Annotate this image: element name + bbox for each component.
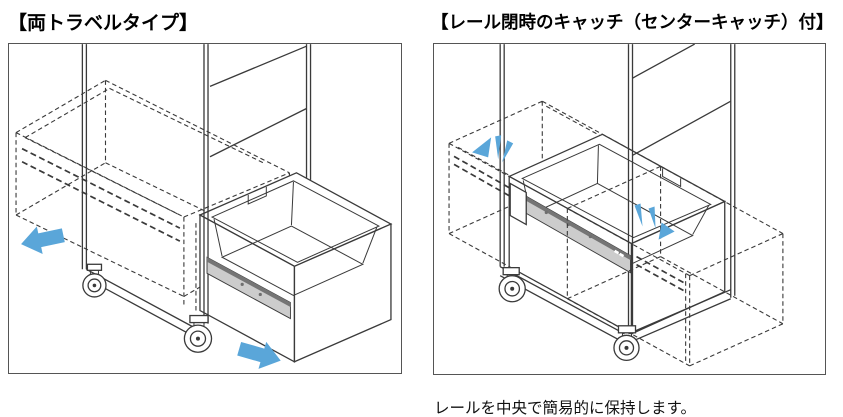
illustration-frame-both-travel bbox=[8, 43, 402, 374]
cabinet bbox=[499, 44, 736, 344]
phantom-rail-lines bbox=[21, 147, 181, 242]
shelf-edges bbox=[632, 44, 732, 156]
arrow-left-icon bbox=[21, 226, 65, 254]
drawer-centered bbox=[507, 133, 727, 335]
drawer-extended-front bbox=[198, 172, 393, 363]
handle-notch bbox=[247, 186, 267, 205]
caster-wheel-rear bbox=[498, 266, 526, 303]
center-catch-drawing bbox=[448, 44, 784, 367]
caster-wheel-front bbox=[613, 325, 640, 362]
catch-click-icon-rear bbox=[472, 135, 514, 163]
rail-stripe bbox=[514, 189, 631, 261]
panel-title-center-catch: 【レール閉時のキャッチ（センターキャッチ）付】 bbox=[431, 12, 834, 32]
both-travel-drawing bbox=[15, 44, 393, 369]
handle-notch bbox=[662, 168, 682, 188]
caster-wheel-rear bbox=[82, 263, 107, 298]
catch-click-icon-front bbox=[634, 203, 675, 240]
base-edges bbox=[499, 266, 732, 344]
arrow-right-icon bbox=[237, 341, 281, 369]
drawer-slide-rail bbox=[509, 182, 631, 274]
caster-wheel-front bbox=[183, 314, 213, 353]
catch-bracket bbox=[509, 182, 527, 226]
rail-stripe bbox=[207, 257, 291, 308]
catch-caption: レールを中央で簡易的に保持します。 bbox=[434, 399, 696, 417]
panel-title-both-travel: 【両トラベルタイプ】 bbox=[8, 13, 199, 34]
illustration-frame-center-catch bbox=[433, 43, 826, 375]
drawer-slide-rail bbox=[206, 256, 291, 320]
shelf-edges bbox=[209, 45, 307, 158]
cabinet bbox=[81, 44, 312, 341]
